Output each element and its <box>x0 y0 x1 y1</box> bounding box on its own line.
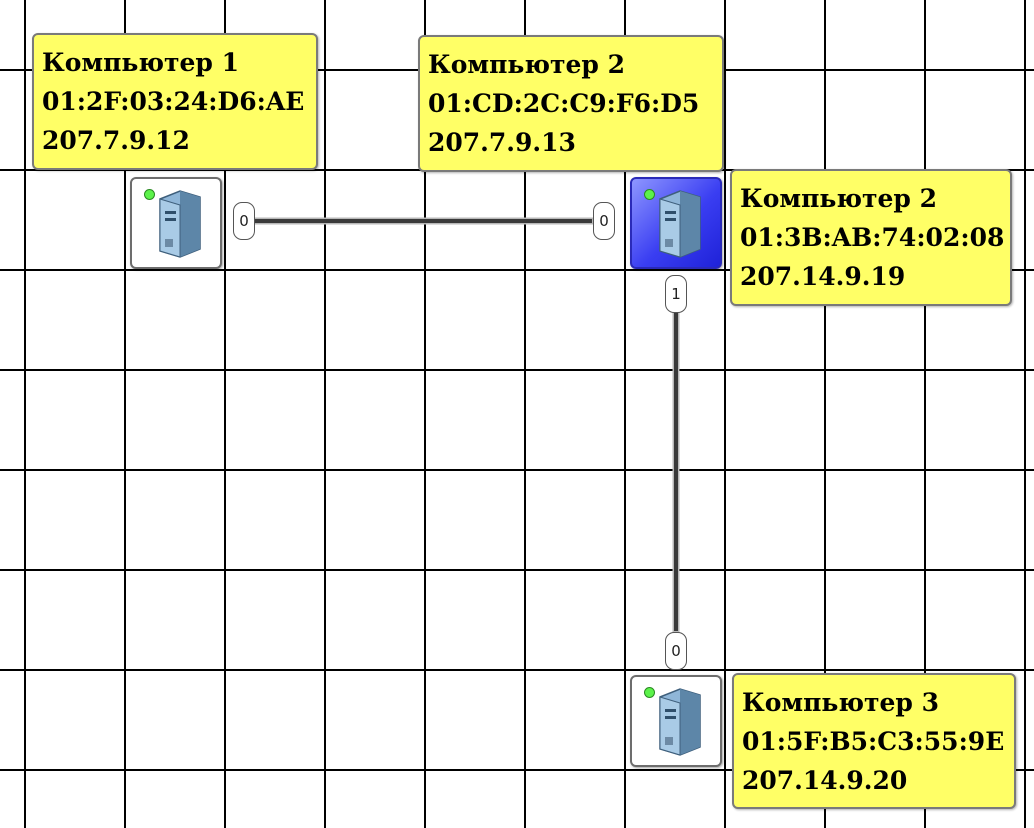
computer-3-name: Компьютер 3 <box>742 688 940 717</box>
computer-2-interface-2-mac: 01:3B:AB:74:02:08 <box>740 223 1005 252</box>
computer-2-interface-2-ip: 207.14.9.19 <box>740 262 906 291</box>
computer-1-label: Компьютер 1 01:2F:03:24:D6:AE 207.7.9.12 <box>32 33 318 170</box>
computer-1-name: Компьютер 1 <box>42 48 240 77</box>
computer-2-label: Компьютер 2 01:CD:2C:C9:F6:D5 207.7.9.13 <box>418 35 724 172</box>
computer-2-interface-2-name: Компьютер 2 <box>740 184 938 213</box>
cable-computer2-computer3[interactable] <box>674 313 678 631</box>
status-led-icon <box>144 189 155 200</box>
status-led-icon <box>644 189 655 200</box>
computer-1-node[interactable] <box>130 177 222 269</box>
computer-2-mac: 01:CD:2C:C9:F6:D5 <box>428 89 700 118</box>
computer-2-interface-2-label: Компьютер 2 01:3B:AB:74:02:08 207.14.9.1… <box>730 169 1012 306</box>
port-computer1-0[interactable]: 0 <box>233 202 255 240</box>
server-tower-icon <box>659 190 701 258</box>
port-computer3-0[interactable]: 0 <box>665 632 687 670</box>
server-tower-icon <box>159 190 201 258</box>
computer-3-node[interactable] <box>630 675 722 767</box>
cable-computer1-computer2[interactable] <box>255 219 592 223</box>
computer-2-name: Компьютер 2 <box>428 50 626 79</box>
port-computer2-1[interactable]: 1 <box>665 275 687 313</box>
computer-1-ip: 207.7.9.12 <box>42 126 190 155</box>
computer-3-label: Компьютер 3 01:5F:B5:C3:55:9E 207.14.9.2… <box>732 673 1016 809</box>
computer-2-ip: 207.7.9.13 <box>428 128 576 157</box>
computer-2-node[interactable] <box>630 177 722 269</box>
port-computer2-0[interactable]: 0 <box>593 202 615 240</box>
server-tower-icon <box>659 688 701 756</box>
computer-3-ip: 207.14.9.20 <box>742 766 908 795</box>
computer-3-mac: 01:5F:B5:C3:55:9E <box>742 727 1005 756</box>
status-led-icon <box>644 687 655 698</box>
computer-1-mac: 01:2F:03:24:D6:AE <box>42 87 305 116</box>
